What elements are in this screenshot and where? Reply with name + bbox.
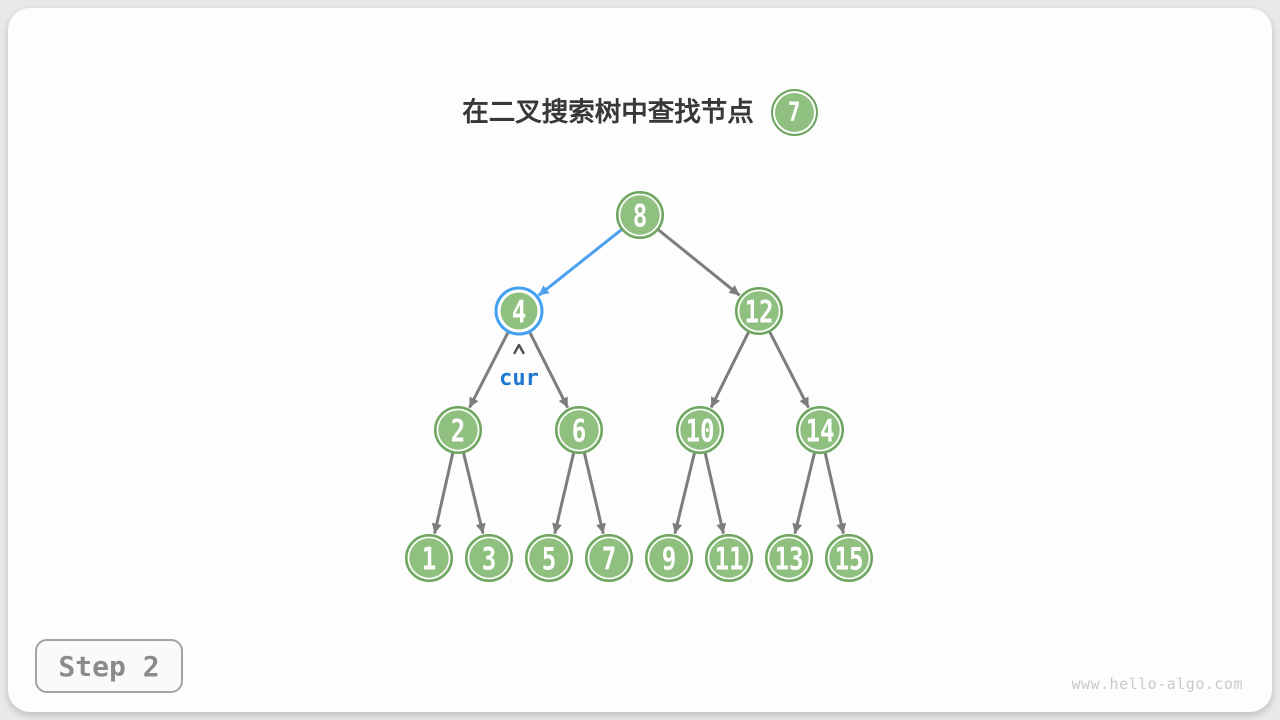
- title-row: 在二叉搜索树中查找节点 7: [0, 86, 1280, 136]
- step-badge: Step 2: [35, 639, 183, 693]
- cur-label: cur: [499, 366, 539, 391]
- page-title: 在二叉搜索树中查找节点: [462, 97, 754, 127]
- svg-text:5: 5: [542, 541, 557, 578]
- svg-text:15: 15: [834, 541, 863, 578]
- edge-4-2: [468, 331, 510, 409]
- edge-6-5: [552, 452, 576, 535]
- svg-text:1: 1: [422, 541, 437, 578]
- svg-text:10: 10: [685, 413, 714, 450]
- edge-14-13: [792, 452, 816, 535]
- svg-text:13: 13: [774, 541, 803, 578]
- svg-text:2: 2: [451, 413, 466, 450]
- target-value-badge: 7: [770, 89, 818, 136]
- diagram-card: [8, 8, 1272, 712]
- tree-node-15: 15: [825, 534, 873, 582]
- tree-node-9: 9: [645, 534, 693, 582]
- cur-caret-icon: [513, 343, 525, 355]
- svg-text:12: 12: [744, 294, 773, 331]
- edge-10-11: [703, 452, 727, 534]
- svg-text:4: 4: [512, 294, 527, 331]
- svg-text:11: 11: [714, 541, 743, 578]
- svg-text:8: 8: [633, 198, 648, 235]
- edge-10-9: [672, 452, 696, 535]
- svg-text:9: 9: [662, 541, 677, 578]
- tree-node-6: 6: [555, 406, 603, 454]
- tree-node-4: 4: [494, 286, 544, 336]
- svg-text:6: 6: [572, 413, 587, 450]
- edge-4-6: [528, 331, 570, 409]
- svg-text:3: 3: [482, 541, 497, 578]
- tree-node-1: 1: [405, 534, 453, 582]
- tree-node-5: 5: [525, 534, 573, 582]
- target-value: 7: [787, 97, 801, 128]
- tree-node-8: 8: [616, 191, 664, 239]
- edge-2-1: [431, 452, 455, 534]
- edge-6-7: [582, 452, 606, 535]
- svg-text:14: 14: [805, 413, 834, 450]
- tree-node-13: 13: [765, 534, 813, 582]
- watermark: www.hello-algo.com: [1071, 675, 1243, 693]
- tree-node-14: 14: [796, 406, 844, 454]
- svg-text:7: 7: [602, 541, 617, 578]
- edge-14-15: [823, 452, 847, 534]
- tree-node-3: 3: [465, 534, 513, 582]
- edge-12-10: [709, 331, 750, 409]
- tree-node-12: 12: [735, 287, 783, 335]
- tree-node-7: 7: [585, 534, 633, 582]
- tree-node-2: 2: [434, 406, 482, 454]
- edge-2-3: [462, 452, 486, 535]
- edge-8-12: [657, 228, 741, 297]
- tree-node-11: 11: [705, 534, 753, 582]
- tree-node-10: 10: [676, 406, 724, 454]
- edge-12-14: [768, 331, 810, 409]
- edge-8-4: [537, 228, 623, 297]
